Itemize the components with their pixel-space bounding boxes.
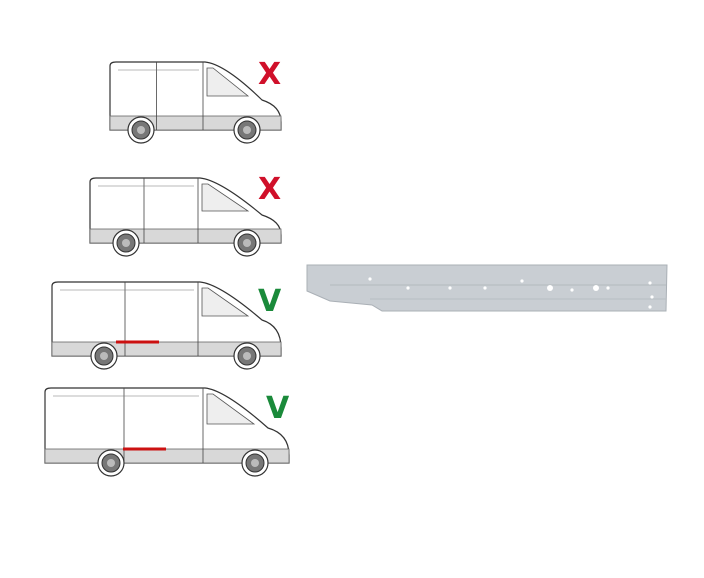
compatible-mark-3: V — [258, 284, 282, 319]
not-compatible-mark-1: X — [258, 57, 282, 92]
sill-panel-part-image — [306, 264, 668, 312]
not-compatible-mark-2: X — [258, 172, 282, 207]
van-3 — [51, 281, 282, 370]
van-2 — [89, 177, 282, 257]
van-4 — [44, 387, 290, 477]
van-1 — [109, 61, 282, 144]
compatible-mark-4: V — [266, 391, 290, 426]
